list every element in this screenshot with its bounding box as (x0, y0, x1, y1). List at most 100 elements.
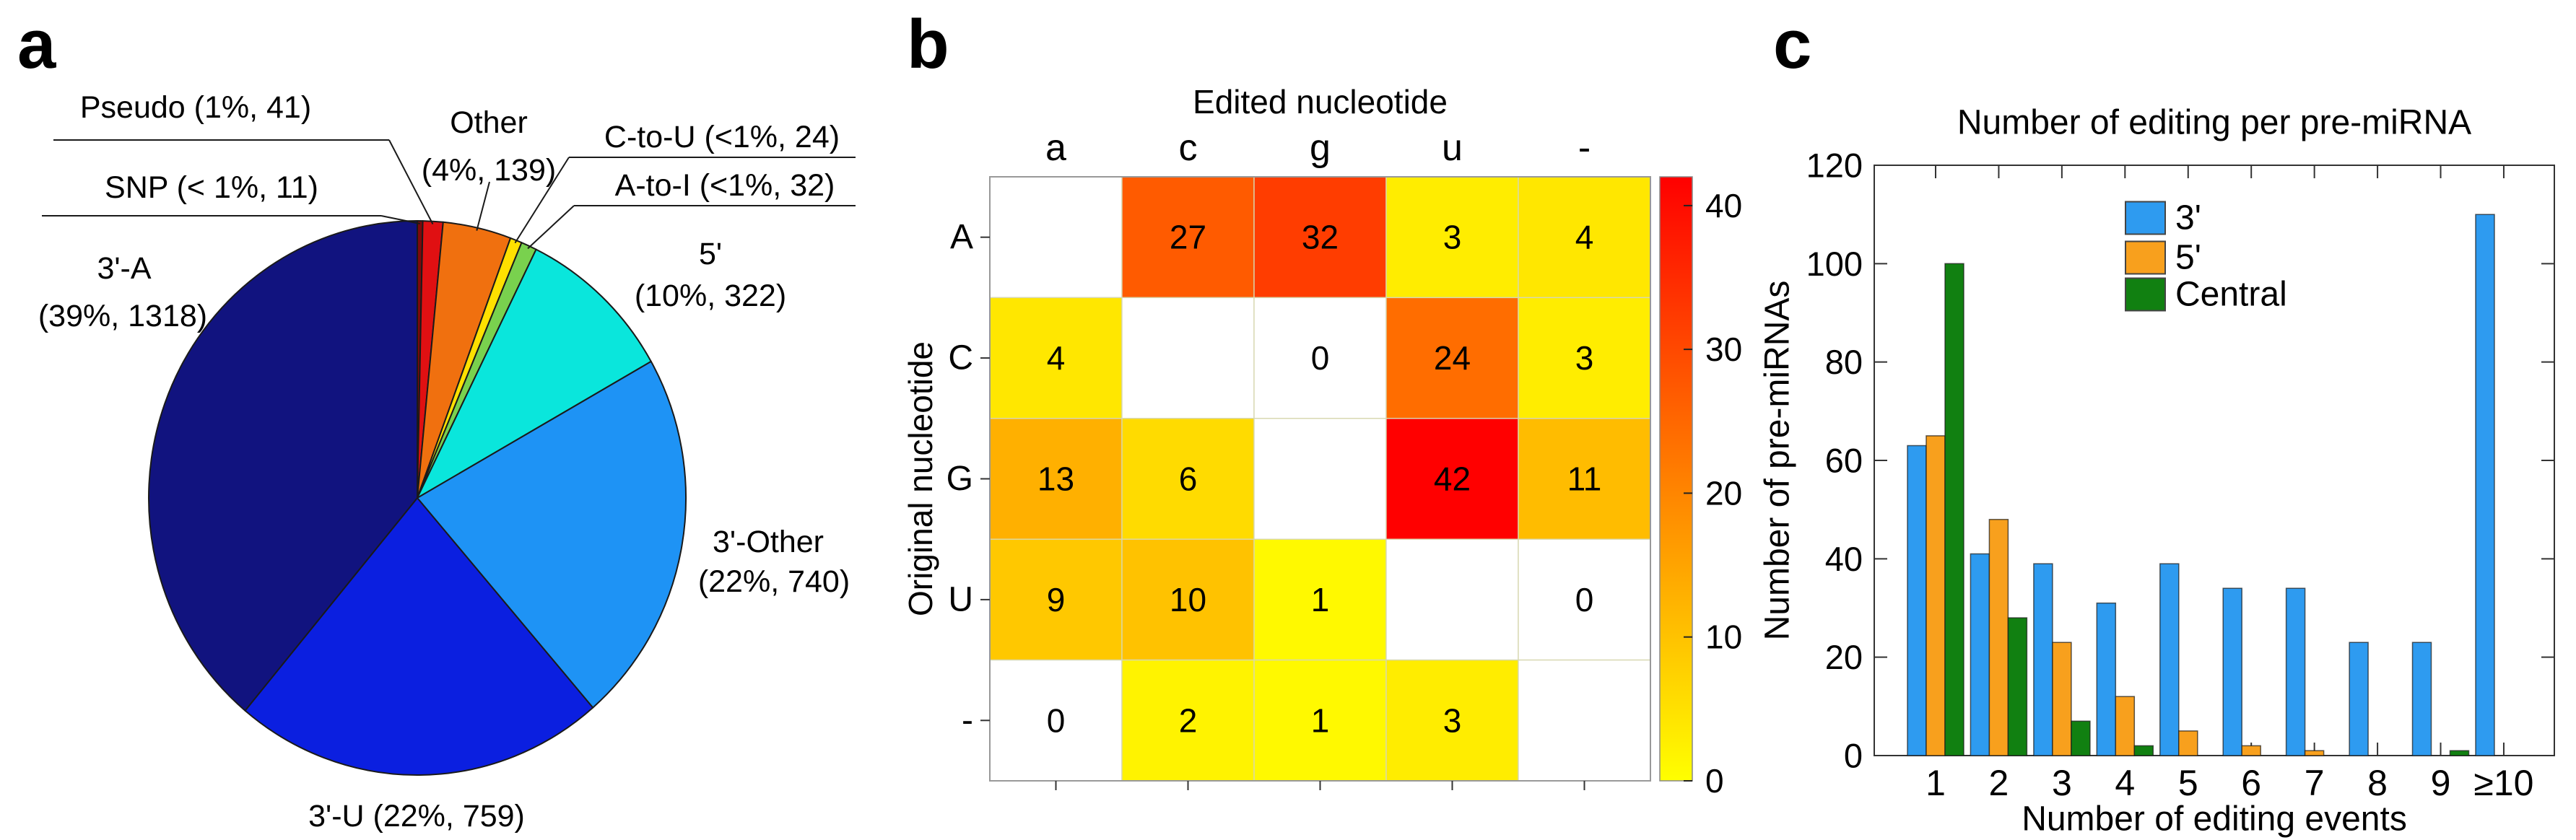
legend-label-central: Central (2175, 276, 2287, 314)
bar-xtick-label-4: 4 (2115, 763, 2135, 803)
heatmap-value-a-g: 32 (1302, 219, 1339, 256)
heatmap-cell-c-g (1253, 297, 1387, 419)
bar-5-1 (1926, 435, 1946, 756)
heatmap-cell-u-c (1121, 538, 1255, 661)
bar-central-1 (1944, 263, 1964, 756)
heatmap-value-c-u: 24 (1434, 339, 1471, 377)
pie-slice-5prime (417, 248, 652, 499)
pie-label-3prime-other-line2: (22%, 740) (698, 564, 850, 599)
bar-5-2 (1988, 519, 2009, 756)
bar-xtick-label-5: 5 (2178, 763, 2198, 803)
pie-callout-leader-pseudo (388, 139, 434, 225)
heatmap-ylabel: Original nucleotide (902, 341, 939, 616)
heatmap-row-label-u: U (948, 580, 973, 618)
heatmap-cell-g-g (1253, 418, 1387, 540)
panel-a-letter: a (17, 6, 56, 83)
heatmap-cell-a-c (1121, 176, 1255, 299)
heatmap-value-c-g: 0 (1311, 339, 1330, 377)
bar-5-6 (2241, 745, 2261, 756)
heatmap-row-label-a: A (950, 218, 973, 256)
heatmap-cell-dash-a (989, 659, 1123, 782)
heatmap-row-label-g: G (947, 460, 973, 498)
bar-ytick-label-120: 120 (1806, 146, 1863, 185)
bar-3-1 (1907, 445, 1927, 756)
heatmap-cell-g-c (1121, 418, 1255, 540)
pie-slice-3prime-other (417, 360, 687, 709)
pie-slice-3prime-a (148, 220, 418, 712)
panel-a-pie-chart: SNP (< 1%, 11)Pseudo (1%, 41)Other(4%, 1… (38, 90, 856, 834)
pie-label-other-line2: (4%, 139) (422, 153, 556, 188)
bar-5-5 (2178, 730, 2198, 756)
heatmap-row-label-c: C (948, 339, 973, 377)
pie-callout-leader-a-to-i (527, 205, 575, 250)
bar-3-8 (2349, 642, 2369, 756)
heatmap-value-dash-a: 0 (1047, 701, 1066, 739)
pie-callout-leader-c-to-u (514, 157, 570, 244)
bar-xtick-label-9: 9 (2431, 763, 2451, 803)
bar-xtick-label-6: 6 (2241, 763, 2261, 803)
heatmap-cell-g-a (989, 418, 1123, 540)
legend-swatch-5 (2125, 240, 2166, 275)
heatmap-cell-c-dash (1518, 297, 1651, 419)
pie-label-3prime-a-line2: (39%, 1318) (38, 299, 207, 333)
bar-ytick-label-40: 40 (1825, 540, 1863, 578)
heatmap-cell-a-dash (1518, 176, 1651, 299)
bar-xtick-label-3: 3 (2052, 763, 2072, 803)
heatmap-cell-u-dash (1518, 538, 1651, 661)
pie-label-c-to-u-line1: C-to-U (<1%, 24) (604, 120, 840, 154)
heatmap-cell-dash-dash (1518, 659, 1651, 782)
bar-5-3 (2052, 642, 2072, 756)
heatmap-value-a-dash: 4 (1575, 219, 1594, 256)
heatmap-col-label-g: g (1310, 127, 1331, 169)
heatmap-col-label-c: c (1179, 127, 1198, 169)
pie-label-5prime-line2: (10%, 322) (635, 279, 786, 313)
heatmap-cell-c-c (1121, 297, 1255, 419)
bar-central-3 (2071, 720, 2091, 756)
legend-swatch-central (2125, 277, 2166, 312)
pie-label-3prime-u-line1: 3'-U (22%, 759) (308, 799, 525, 834)
heatmap-value-dash-c: 2 (1179, 701, 1198, 739)
heatmap-value-u-c: 10 (1170, 581, 1206, 618)
colorbar-tick-label-10: 10 (1705, 618, 1742, 656)
bar-ytick-label-100: 100 (1806, 245, 1863, 283)
bar-chart-title: Number of editing per pre-miRNA (1957, 104, 2471, 142)
bar-ytick-label-20: 20 (1825, 638, 1863, 676)
heatmap-cell-u-u (1385, 538, 1519, 661)
heatmap-value-g-u: 42 (1434, 460, 1471, 498)
heatmap-cell-u-g (1253, 538, 1387, 661)
heatmap-cell-g-dash (1518, 418, 1651, 540)
bar-3-10 (2475, 214, 2495, 756)
bar-central-4 (2133, 745, 2154, 756)
colorbar-tick-label-20: 20 (1705, 474, 1742, 512)
colorbar-tick-label-40: 40 (1705, 187, 1742, 224)
heatmap-cell-a-a (989, 176, 1123, 299)
pie-label-5prime-line1: 5' (699, 237, 722, 271)
heatmap-value-a-c: 27 (1170, 219, 1206, 256)
pie-label-pseudo-line1: Pseudo (1%, 41) (80, 90, 311, 125)
heatmap-value-u-g: 1 (1311, 581, 1330, 618)
colorbar (1659, 176, 1693, 782)
bar-xtick-label-2: 2 (1989, 763, 2009, 803)
pie-label-3prime-other-line1: 3'-Other (713, 525, 824, 559)
bar-xtick-label-8: 8 (2367, 763, 2388, 803)
pie-label-a-to-i-line1: A-to-I (<1%, 32) (615, 168, 835, 203)
heatmap-cell-a-u (1385, 176, 1519, 299)
bar-central-9 (2449, 750, 2470, 756)
pie-label-snp-line1: SNP (< 1%, 11) (105, 170, 318, 205)
heatmap-col-label-u: u (1442, 127, 1463, 169)
pie-label-3prime-a-line1: 3'-A (97, 251, 151, 286)
bar-xtick-label-10: ≥10 (2473, 763, 2533, 803)
heatmap-title: Edited nucleotide (1193, 83, 1448, 121)
pie-callout-leader-snp (380, 215, 421, 224)
bar-3-2 (1970, 553, 1990, 756)
heatmap-value-dash-u: 3 (1443, 701, 1462, 739)
bar-xtick-label-7: 7 (2305, 763, 2325, 803)
bar-5-7 (2304, 750, 2325, 756)
heatmap-cell-g-u (1385, 418, 1519, 540)
colorbar-tick-label-0: 0 (1705, 762, 1724, 800)
bar-3-4 (2096, 602, 2117, 756)
panel-c-bar-chart: Number of editing per pre-miRNA Number of… (1759, 104, 2555, 839)
bar-chart-xlabel: Number of editing events (2022, 800, 2407, 839)
heatmap-cell-a-g (1253, 176, 1387, 299)
